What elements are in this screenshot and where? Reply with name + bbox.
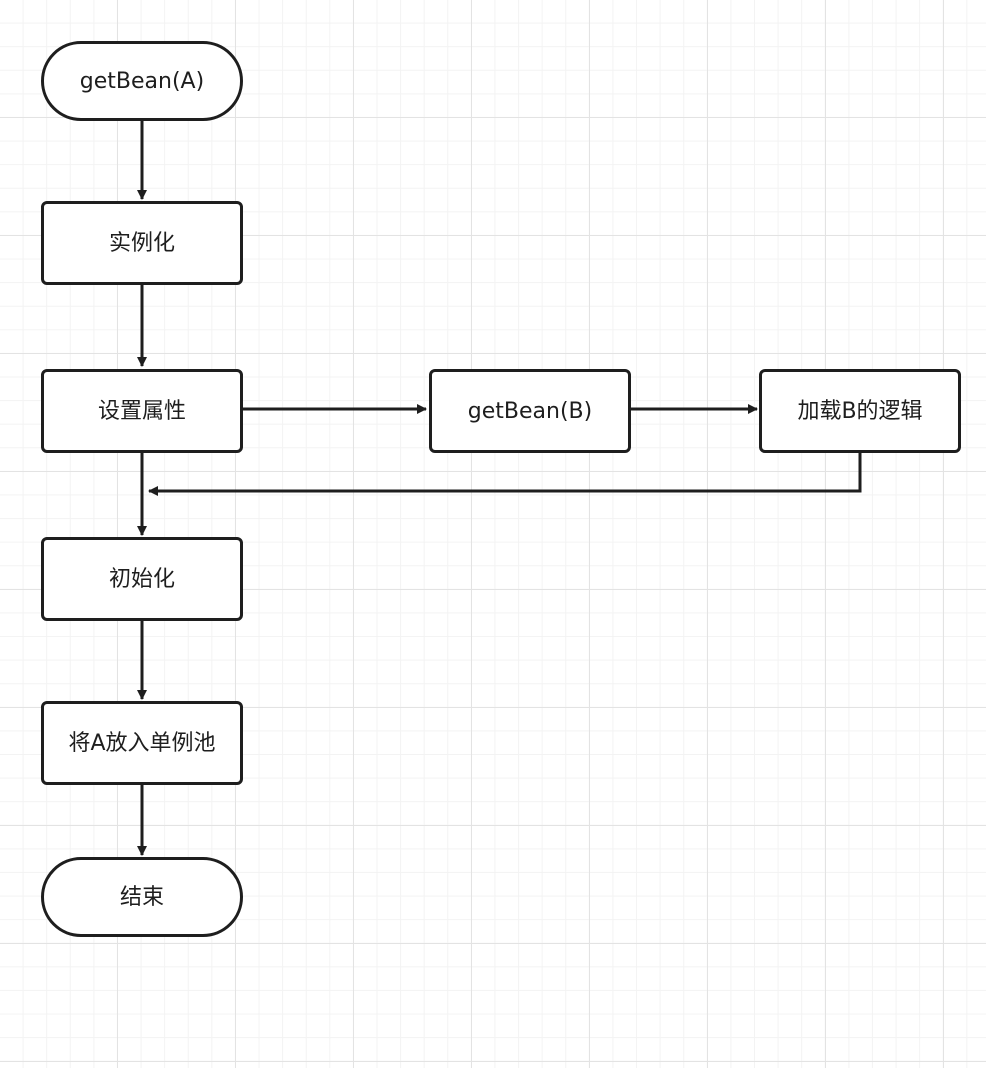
node-instantiate-label: 实例化 [108,230,175,256]
node-get-bean-b-label: getBean(B) [467,398,593,424]
node-end-label: 结束 [119,884,164,910]
node-start-label: getBean(A) [79,68,205,94]
node-set-properties-label: 设置属性 [97,398,186,424]
node-instantiate[interactable]: 实例化 [41,201,243,285]
node-start[interactable]: getBean(A) [41,41,243,121]
node-load-b-logic-label: 加载B的逻辑 [797,398,923,424]
node-put-singleton-pool-label: 将A放入单例池 [68,730,216,756]
node-put-singleton-pool[interactable]: 将A放入单例池 [41,701,243,785]
node-get-bean-b[interactable]: getBean(B) [429,369,631,453]
node-load-b-logic[interactable]: 加载B的逻辑 [759,369,961,453]
node-initialize[interactable]: 初始化 [41,537,243,621]
node-end[interactable]: 结束 [41,857,243,937]
node-set-properties[interactable]: 设置属性 [41,369,243,453]
node-initialize-label: 初始化 [108,566,175,592]
arrow-load-b-logic-back-to-main [148,453,862,496]
